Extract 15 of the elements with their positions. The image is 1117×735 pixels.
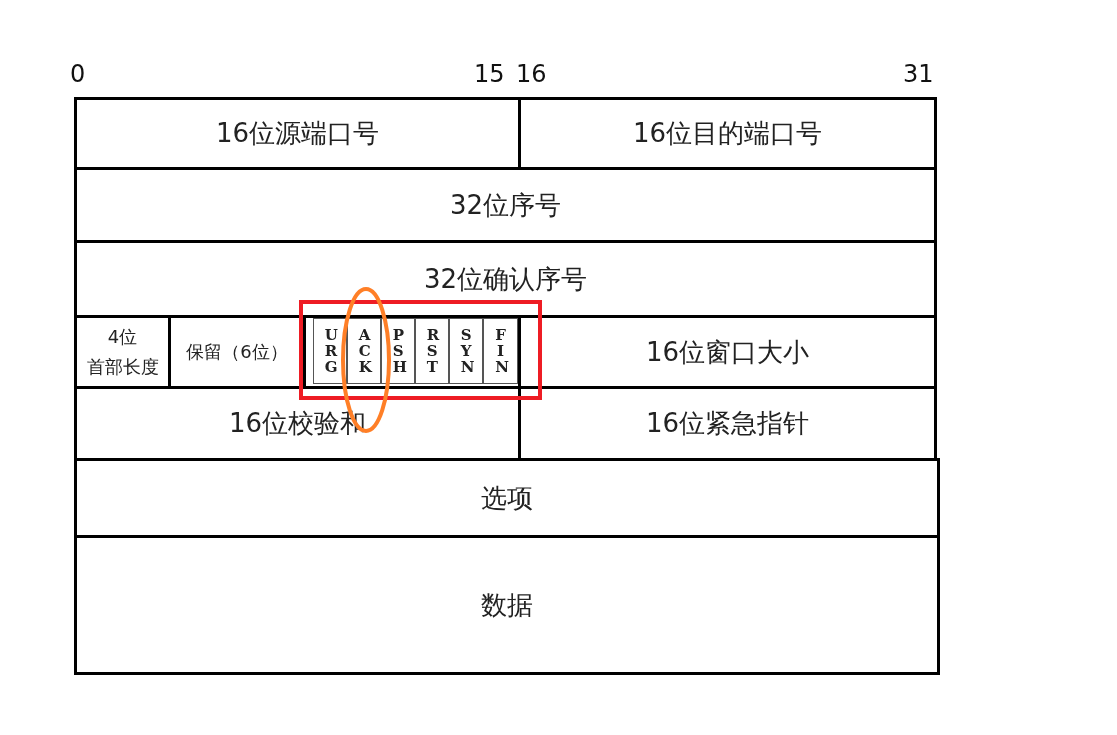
header-field-cell: 选项 [74,458,940,538]
bit-position-label: 16 [516,60,547,88]
header-field-cell: 数据 [74,535,940,675]
flag-cell: RST [415,318,449,384]
header-field-cell: 16位源端口号 [74,97,521,170]
header-field-cell: 16位目的端口号 [518,97,937,170]
bit-position-label: 31 [903,60,934,88]
flag-cell: FIN [483,318,518,384]
header-field-cell: 32位序号 [74,167,937,243]
header-field-cell: 16位窗口大小 [518,315,937,389]
bit-position-label: 0 [70,60,86,88]
flag-cell: ACK [347,318,381,384]
header-field-cell: 32位确认序号 [74,240,937,318]
bit-position-label: 15 [474,60,505,88]
flag-cell: SYN [449,318,483,384]
